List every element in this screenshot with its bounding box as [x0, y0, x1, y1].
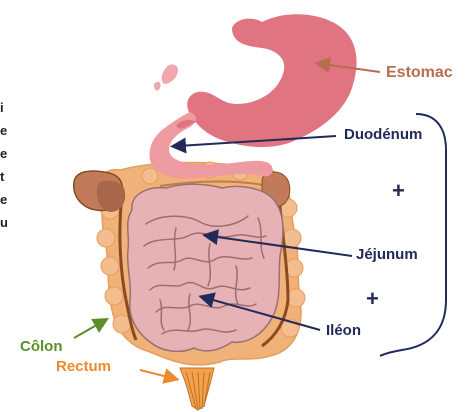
arrow-colon — [74, 322, 102, 338]
stomach-shape — [187, 14, 356, 147]
label-duodenum: Duodénum — [344, 126, 422, 143]
grouping-bracket — [380, 114, 446, 356]
plus-sign-1: + — [392, 178, 405, 204]
plus-sign-2: + — [366, 286, 379, 312]
label-estomac: Estomac — [386, 64, 453, 82]
arrow-rectum — [140, 370, 172, 378]
small-intestine-shape — [128, 184, 283, 351]
label-ileon: Iléon — [326, 322, 361, 339]
label-colon: Côlon — [20, 338, 63, 355]
label-jejunum: Jéjunum — [356, 246, 418, 263]
label-rectum: Rectum — [56, 358, 111, 375]
